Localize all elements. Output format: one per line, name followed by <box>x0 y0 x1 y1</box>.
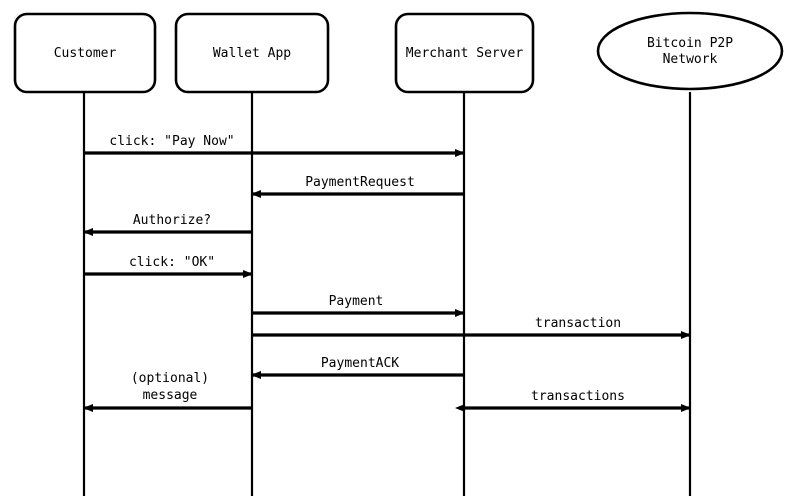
actor-label-merchant-server: Merchant Server <box>406 46 524 61</box>
actor-wallet-app[interactable]: Wallet App <box>174 12 330 94</box>
message-label-click-ok: click: "OK" <box>129 255 215 270</box>
message-label-payment-ack: PaymentACK <box>321 356 399 371</box>
message-click-ok[interactable]: click: "OK" <box>84 255 253 278</box>
message-payment-request[interactable]: PaymentRequest <box>251 175 464 198</box>
message-label-transaction: transaction <box>535 316 621 331</box>
actor-shape-wallet-app <box>174 12 330 94</box>
message-label-authorize: Authorize? <box>133 213 211 228</box>
message-payment[interactable]: Payment <box>252 294 465 317</box>
message-label-optional-message: (optional)message <box>131 371 209 403</box>
message-click-pay-now[interactable]: click: "Pay Now" <box>84 134 465 157</box>
actor-shape-customer <box>13 12 157 94</box>
lifelines-group <box>82 92 692 496</box>
actor-merchant-server[interactable]: Merchant Server <box>394 12 535 94</box>
message-authorize[interactable]: Authorize? <box>83 213 252 236</box>
messages-group: click: "Pay Now" PaymentRequestAuthorize?… <box>83 134 691 412</box>
message-label-click-pay-now: click: "Pay Now" <box>109 134 234 149</box>
actor-label-wallet-app: Wallet App <box>213 46 291 61</box>
actor-customer[interactable]: Customer <box>13 12 157 94</box>
actor-shape-bitcoin-p2p-network <box>596 11 784 91</box>
actors-group: Customer Wallet App Merchant Server Bitcoin… <box>13 11 784 94</box>
message-label-payment-request: PaymentRequest <box>305 175 415 190</box>
message-label-payment: Payment <box>329 294 384 309</box>
message-optional-message[interactable]: (optional)message <box>83 371 252 412</box>
message-label-transactions: transactions <box>531 389 625 404</box>
message-payment-ack[interactable]: PaymentACK <box>251 356 464 379</box>
message-transaction[interactable]: transaction <box>252 316 691 339</box>
message-transactions[interactable]: transactions <box>455 389 691 412</box>
actor-label-customer: Customer <box>54 46 117 61</box>
actor-shape-merchant-server <box>394 12 535 94</box>
